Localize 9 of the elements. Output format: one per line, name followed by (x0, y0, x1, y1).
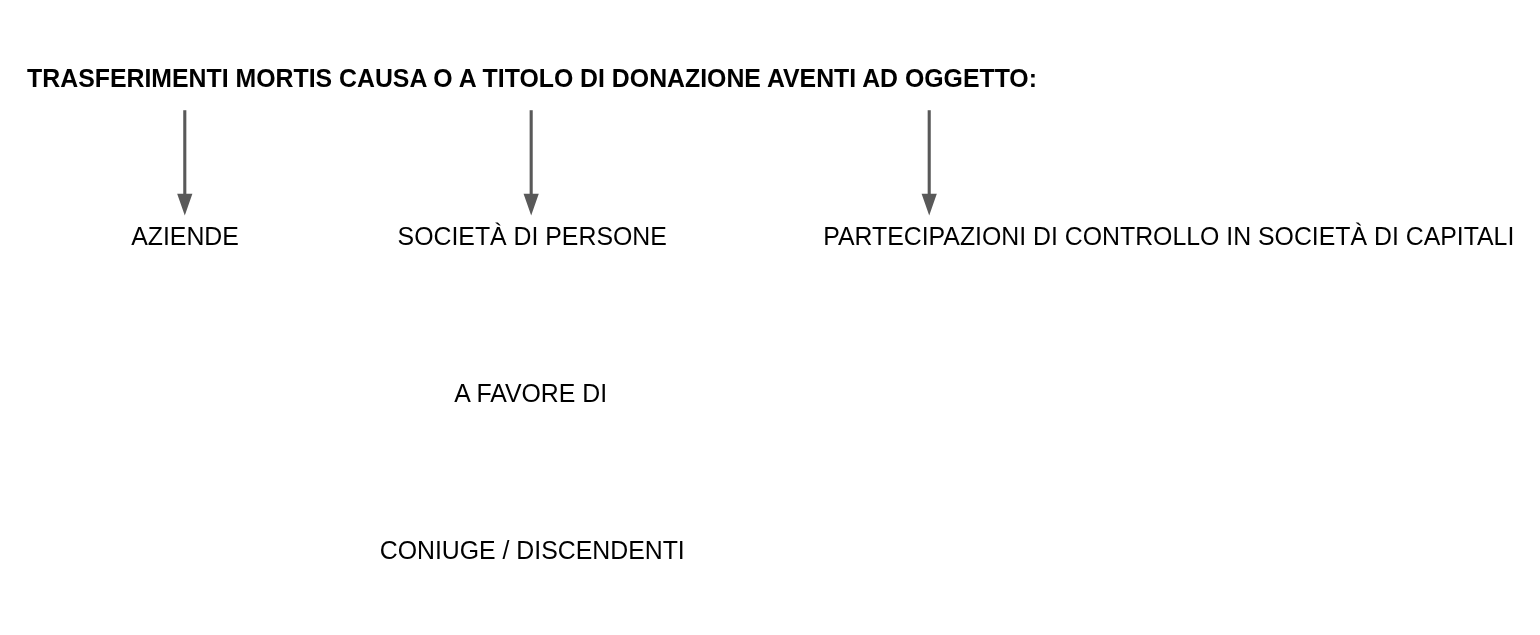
node-text: TRASFERIMENTI MORTIS CAUSA O A TITOLO DI DONAZIONE AVENTI AD OGGETTO: (27, 64, 1037, 92)
arrow (921, 110, 937, 216)
arrow (177, 110, 193, 216)
label: CONIUGE / DISCENDENTI (379, 536, 685, 564)
label: A FAVORE DI (454, 379, 608, 407)
node-text: PARTECIPAZIONI DI CONTROLLO IN SOCIETÀ DI CAPITALI (823, 222, 1515, 250)
node-text: AZIENDE (131, 222, 239, 250)
node-text: SOCIETÀ DI PERSONE (397, 222, 667, 250)
arrow (523, 110, 539, 216)
